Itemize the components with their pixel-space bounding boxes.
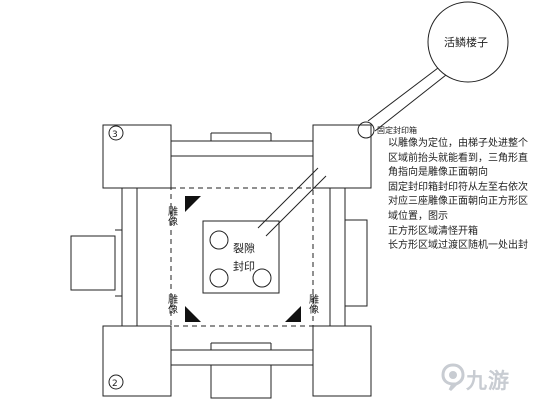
- watermark-text: 九游: [466, 369, 510, 393]
- note-line: 正方形区域清怪开箱: [388, 225, 478, 237]
- note-line: 长方形区域过渡区随机一处出封: [388, 240, 528, 252]
- seal-slot-2: [209, 268, 229, 288]
- stairs-connector-b: [374, 74, 447, 132]
- stairs-label: 活鳞楼子: [444, 35, 488, 49]
- stairs-connector-a: [367, 67, 439, 122]
- statue-label-bottom-right: 雕像: [307, 293, 319, 314]
- watermark-logo-icon: [441, 363, 465, 392]
- diagonal-path-a: [257, 167, 319, 229]
- cracked-seal-box: [202, 220, 280, 294]
- note-line: 区域前抬头就能看到，三角形直: [388, 152, 528, 164]
- room-left: [70, 235, 116, 291]
- notes-block: 以雕像为定位，由梯子处进整个 区域前抬头就能看到，三角形直 角指向是雕像正面朝向…: [388, 137, 540, 254]
- inner-square-area: [170, 187, 314, 327]
- statue-marker-icon: [185, 196, 201, 212]
- corridor-right: [329, 187, 346, 327]
- stairs-circle: [427, 1, 509, 83]
- fixed-box-label: 固定封印箱: [377, 125, 417, 135]
- room-right-inner: [344, 219, 368, 307]
- statue-marker-icon: [185, 306, 201, 322]
- room-bottom-right: [312, 325, 372, 397]
- statue-label-top-left: 雕像: [166, 205, 178, 226]
- room-number-2: 2: [112, 379, 118, 389]
- room-number-3: 3: [112, 130, 118, 140]
- corridor-top: [170, 140, 314, 157]
- note-line: 角指向是雕像正面朝向: [388, 167, 488, 179]
- seal-slot-3: [252, 268, 272, 288]
- statue-label-bottom-left: 雕像: [166, 293, 178, 314]
- corridor-left: [121, 187, 138, 327]
- corridor-bottom: [170, 349, 314, 366]
- fixed-seal-box-marker: [357, 121, 375, 139]
- room-top-right: [312, 124, 372, 189]
- room-number-badge-2: [108, 374, 124, 390]
- statue-marker-icon: [285, 306, 301, 322]
- cracked-seal-label-2: 封印: [233, 259, 255, 273]
- diagonal-path-b: [265, 175, 327, 237]
- note-line: 域位置，图示: [388, 210, 448, 222]
- room-number-badge-3: [108, 125, 124, 141]
- note-line: 固定封印箱封印符从左至右依次: [388, 181, 528, 193]
- cracked-seal-label-1: 裂隙: [233, 241, 255, 255]
- seal-slot-1: [209, 230, 229, 250]
- note-line: 以雕像为定位，由梯子处进整个: [388, 138, 528, 149]
- note-line: 对应三座雕像正面朝向正方形区: [388, 196, 528, 208]
